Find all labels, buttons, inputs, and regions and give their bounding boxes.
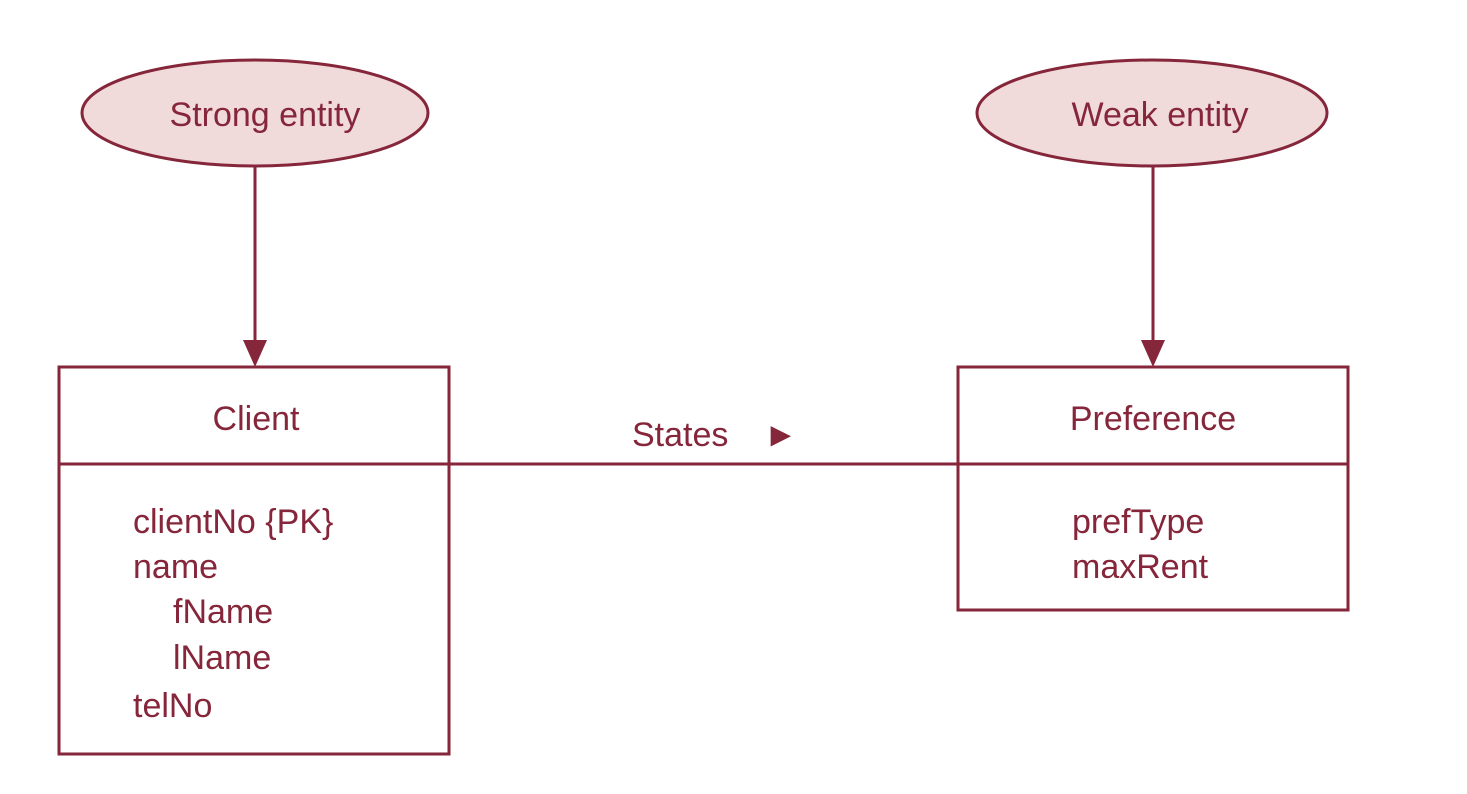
strong-entity-callout: Strong entity [80, 58, 430, 168]
client-attr-telno: telNo [133, 687, 212, 725]
weak-entity-label: Weak entity [1071, 96, 1248, 134]
preference-entity-name: Preference [1070, 400, 1236, 438]
preference-attr-preftype: prefType [1072, 503, 1204, 541]
strong-entity-label: Strong entity [170, 96, 361, 134]
weak-entity-arrowhead [1141, 340, 1165, 367]
preference-entity: Preference prefType maxRent [956, 365, 1350, 612]
client-entity-box [57, 365, 451, 756]
strong-entity-arrowhead [243, 340, 267, 367]
client-attr-lname: lName [173, 639, 271, 677]
client-attr-name: name [133, 548, 218, 586]
client-attr-fname: fName [173, 593, 273, 631]
states-relationship-label: States [632, 416, 728, 454]
direction-arrow-icon: ► [764, 416, 798, 454]
states-label-text: States [632, 416, 728, 454]
preference-attr-maxrent: maxRent [1072, 548, 1209, 586]
weak-entity-callout: Weak entity [975, 58, 1329, 168]
client-entity-name: Client [213, 400, 300, 438]
client-attr-clientno: clientNo {PK} [133, 503, 333, 541]
client-entity: Client clientNo {PK} name fName lName te… [57, 365, 451, 756]
preference-entity-box [956, 365, 1350, 612]
